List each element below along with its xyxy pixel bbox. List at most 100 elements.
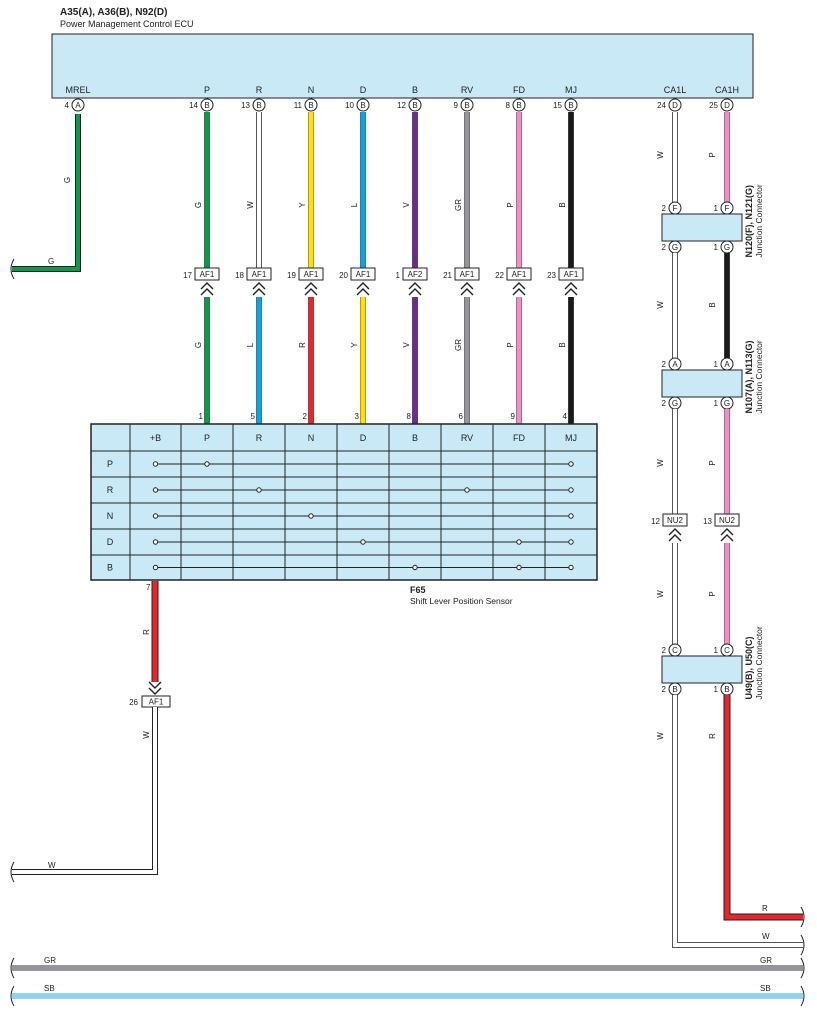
junction-pin-conn: F — [673, 204, 678, 213]
junction-pin-num: 1 — [714, 399, 719, 408]
inline-connector-arrow — [408, 282, 422, 296]
inline-connector-name: AF1 — [304, 270, 319, 279]
junction2-box — [661, 369, 743, 398]
left-wire-label-r: R — [142, 629, 151, 635]
sensor-row-header: D — [107, 537, 114, 547]
junction-pin-num: 1 — [714, 243, 719, 252]
inline-connector-name: AF1 — [564, 270, 579, 279]
upper-wire-label: L — [350, 202, 359, 207]
sensor-col-header: R — [256, 433, 263, 443]
sensor-col-header: +B — [150, 433, 161, 443]
junction-pin-num: 2 — [662, 243, 667, 252]
inline-connector-box — [402, 267, 428, 281]
junction-pin-num: 2 — [662, 204, 667, 213]
sensor-contact-dot — [152, 539, 159, 545]
sensor-col-header: D — [360, 433, 367, 443]
ecu-pin-circle — [408, 98, 422, 112]
inline-connector-arrow — [512, 282, 526, 296]
inline-connector-box — [506, 267, 532, 281]
mrel-wire-label-bottom: G — [48, 257, 54, 266]
ecu-pin-num: 24 — [657, 101, 666, 110]
lower-wire-label: V — [402, 342, 411, 348]
ecu-pin-circle — [668, 98, 682, 112]
sensor-col-header: B — [412, 433, 418, 443]
ecu-pin-num: 8 — [506, 101, 511, 110]
inline-connector-num: 23 — [547, 271, 556, 280]
junction3-name: Junction Connector — [754, 626, 764, 699]
inline-connector-num: 1 — [396, 271, 401, 280]
junction-pin-num: 2 — [662, 360, 667, 369]
ecu-pin-conn: B — [412, 101, 417, 110]
lower-wire-label: GR — [454, 339, 463, 351]
sensor-contact-dot — [152, 487, 159, 493]
right-wire-label: W — [656, 151, 665, 159]
right-end-w — [673, 695, 803, 947]
ecu-pin-name-fd: FD — [513, 85, 525, 95]
left-connector-num: 26 — [129, 698, 138, 707]
inline-connector-num: 18 — [235, 271, 244, 280]
right-end-r-outline — [723, 695, 803, 921]
sensor-contact-dot — [152, 513, 159, 519]
ecu-name: Power Management Control ECU — [60, 19, 194, 29]
junction-pin-conn: C — [672, 646, 678, 655]
nu-connector-arrow — [720, 528, 734, 542]
junction-pin-circle — [668, 357, 682, 371]
bus-label-right: GR — [760, 956, 772, 965]
sensor-contact-dot — [568, 564, 574, 571]
junction-pin-circle — [720, 201, 734, 215]
inline-connector-arrow — [304, 282, 318, 296]
right-wire-label: W — [656, 590, 665, 598]
inline-connector-box — [246, 267, 272, 281]
right-wire-label: W — [656, 301, 665, 309]
inline-connector-num: 21 — [443, 271, 452, 280]
sensor-terminal-pin: 8 — [407, 412, 412, 421]
bus-label-right: SB — [760, 984, 771, 993]
nu-connector-name: NU2 — [719, 516, 736, 525]
ecu-pin-num: 4 — [65, 101, 70, 110]
left-connector-name: AF1 — [149, 698, 164, 707]
signal-wires: GAF117G1WAF118L5YAF119R2LAF120Y3VAF21V8G… — [183, 112, 584, 424]
junction-pin-conn: G — [672, 399, 678, 408]
junction1-box — [661, 213, 743, 242]
right-wire-label: R — [708, 733, 717, 739]
right-wire-label: W — [656, 732, 665, 740]
nu-connector-num: 13 — [703, 517, 712, 526]
sensor-name: Shift Lever Position Sensor — [410, 596, 513, 606]
sensor-contact-dot — [568, 487, 574, 493]
junction-pin-conn: G — [672, 243, 678, 252]
junction-pin-num: 1 — [714, 646, 719, 655]
sensor-bottom-pin: 7 — [146, 583, 151, 592]
junction-pin-num: 1 — [714, 360, 719, 369]
sensor-terminal-pin: 1 — [199, 412, 204, 421]
junction-pin-circle — [720, 643, 734, 657]
sensor-contact-dot — [568, 513, 574, 519]
inline-connector-arrow — [252, 282, 266, 296]
sensor-contact-dot — [204, 461, 210, 467]
lower-wire-label: B — [558, 342, 567, 347]
bus-label-left: GR — [44, 956, 56, 965]
junction-pin-circle — [668, 201, 682, 215]
junction-pin-circle — [720, 357, 734, 371]
left-connector-arrow — [148, 681, 162, 695]
ecu-box — [51, 33, 754, 99]
junction-pin-conn: B — [672, 685, 677, 694]
inline-connector-name: AF1 — [460, 270, 475, 279]
junction-pin-num: 1 — [714, 204, 719, 213]
nu-connector-num: 12 — [651, 517, 660, 526]
ecu-code: A35(A), A36(B), N92(D) — [60, 7, 167, 18]
ecu-pin-circle — [200, 98, 214, 112]
ecu-pin-name-ca1l: CA1L — [664, 85, 687, 95]
ecu-pin-num: 11 — [294, 101, 303, 110]
nu-connector-box — [714, 513, 740, 527]
junction-pin-conn: C — [724, 646, 730, 655]
ecu-pin-num: 14 — [189, 101, 198, 110]
lower-wire-label: L — [246, 342, 255, 347]
sensor-terminal-pin: 4 — [563, 412, 568, 421]
sensor-contact-dot — [152, 461, 159, 467]
ecu-pin-conn: A — [75, 101, 81, 110]
sensor-contact-dot — [516, 539, 522, 545]
break-mark — [800, 957, 805, 979]
break-mark — [800, 906, 805, 928]
